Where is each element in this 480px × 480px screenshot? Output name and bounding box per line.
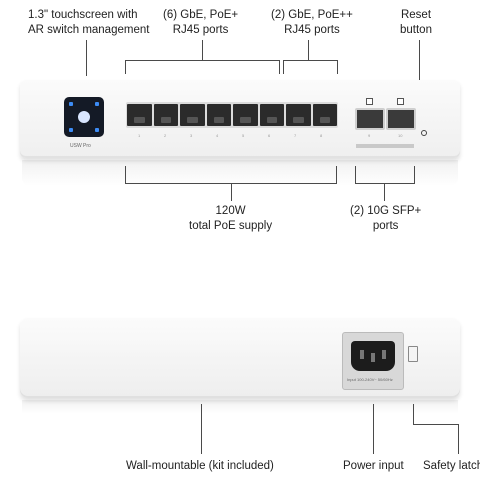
- safety-latch[interactable]: [408, 346, 418, 362]
- callout-power-input: Power input: [343, 460, 404, 472]
- poe-bracket-l: [125, 166, 126, 183]
- sfp-led-10: [397, 98, 404, 105]
- port-number-2: 2: [164, 133, 167, 138]
- callout-reset-line1: Reset: [400, 9, 432, 21]
- callout-sfp-line2: ports: [372, 220, 399, 232]
- callout-gbe-poepp: (2) GbE, PoE++ RJ45 ports: [271, 8, 353, 38]
- callout-touchscreen-line1: 1.3" touchscreen with: [28, 9, 138, 21]
- gbe-poe-leader: [202, 40, 203, 60]
- sfp-number-10: 10: [398, 133, 403, 138]
- callout-touchscreen-line2: AR switch management: [28, 24, 150, 36]
- gbe-poe-bracket-l: [125, 60, 126, 74]
- sfp-bracket-r: [414, 166, 415, 183]
- callout-gbe-poe-line2: RJ45 ports: [172, 24, 229, 36]
- sfp-port-9[interactable]: [355, 108, 385, 130]
- gbe-poepp-leader: [308, 40, 309, 60]
- rj45-port-2[interactable]: [153, 104, 178, 126]
- poe-bracket-r: [336, 166, 337, 183]
- callout-sfp-line1: (2) 10G SFP+: [350, 205, 422, 217]
- power-input-panel: Input 100-240V~ 50/60Hz: [342, 332, 404, 390]
- port-number-1: 1: [138, 133, 141, 138]
- callout-gbe-poepp-line1: (2) GbE, PoE++: [271, 9, 353, 21]
- wall-mount-leader: [201, 404, 202, 454]
- callout-reset-line2: button: [400, 24, 432, 36]
- rj45-port-8[interactable]: [312, 104, 337, 126]
- callout-gbe-poe-line1: (6) GbE, PoE+: [163, 9, 239, 21]
- callout-gbe-poepp-line2: RJ45 ports: [284, 24, 340, 36]
- sfp-port-10[interactable]: [386, 108, 416, 130]
- switch-front-view: USW Pro 1 2 3 4 5 6 7 8 9 10: [20, 80, 460, 158]
- gbe-poepp-bracket-h: [283, 60, 337, 61]
- sfp-bracket-l: [355, 166, 356, 183]
- callout-poe-supply-line2: total PoE supply: [189, 220, 273, 232]
- rj45-port-5[interactable]: [233, 104, 258, 126]
- sfp-bracket-h: [355, 183, 415, 184]
- screen-icon-top-left: [69, 102, 73, 106]
- callout-touchscreen: 1.3" touchscreen with AR switch manageme…: [28, 8, 149, 38]
- rj45-port-3[interactable]: [180, 104, 205, 126]
- touchscreen-leader: [86, 40, 87, 76]
- screen-icon-top-right: [95, 102, 99, 106]
- power-input-leader: [373, 404, 374, 454]
- gbe-poe-bracket-h: [125, 60, 279, 61]
- screen-icon-bottom-right: [95, 128, 99, 132]
- gbe-poepp-bracket-r: [337, 60, 338, 74]
- sfp-label-bar: [356, 144, 414, 148]
- gbe-poe-bracket-r: [279, 60, 280, 74]
- port-number-3: 3: [190, 133, 193, 138]
- reset-button[interactable]: [421, 130, 427, 136]
- back-reflection: [22, 400, 458, 414]
- rj45-port-4[interactable]: [206, 104, 231, 126]
- callout-poe-supply-line1: 120W: [215, 205, 246, 217]
- screen-center-icon: [78, 111, 90, 123]
- port-number-8: 8: [320, 133, 323, 138]
- callout-wall-mount: Wall-mountable (kit included): [126, 460, 274, 472]
- safety-latch-leader-v2: [458, 424, 459, 454]
- front-reflection: [22, 160, 458, 186]
- power-socket[interactable]: [351, 341, 395, 371]
- screen-icon-bottom-left: [69, 128, 73, 132]
- power-pin-center: [371, 353, 375, 362]
- callout-poe-supply: 120W total PoE supply: [189, 204, 272, 234]
- rj45-port-group: [126, 102, 338, 128]
- touchscreen-display[interactable]: [64, 97, 104, 137]
- callout-gbe-poe: (6) GbE, PoE+ RJ45 ports: [163, 8, 238, 38]
- gbe-poepp-bracket-l: [283, 60, 284, 74]
- sfp-led-9: [366, 98, 373, 105]
- power-pin-left: [360, 350, 364, 359]
- callout-reset: Reset button: [400, 8, 432, 38]
- power-rating-text: Input 100-240V~ 50/60Hz: [347, 377, 393, 382]
- port-number-5: 5: [242, 133, 245, 138]
- rj45-port-7[interactable]: [286, 104, 311, 126]
- power-pin-right: [382, 350, 386, 359]
- port-number-6: 6: [268, 133, 271, 138]
- port-number-7: 7: [294, 133, 297, 138]
- callout-safety-latch: Safety latch: [423, 460, 480, 472]
- sfp-number-9: 9: [368, 133, 371, 138]
- safety-latch-leader-h: [413, 424, 458, 425]
- rj45-port-6[interactable]: [259, 104, 284, 126]
- switch-back-view: Input 100-240V~ 50/60Hz: [20, 318, 460, 398]
- poe-leader: [231, 183, 232, 201]
- model-label: USW Pro: [70, 143, 91, 149]
- rj45-port-1[interactable]: [127, 104, 152, 126]
- port-number-4: 4: [216, 133, 219, 138]
- safety-latch-leader-v1: [413, 404, 414, 424]
- sfp-leader: [384, 183, 385, 201]
- callout-sfp: (2) 10G SFP+ ports: [350, 204, 421, 234]
